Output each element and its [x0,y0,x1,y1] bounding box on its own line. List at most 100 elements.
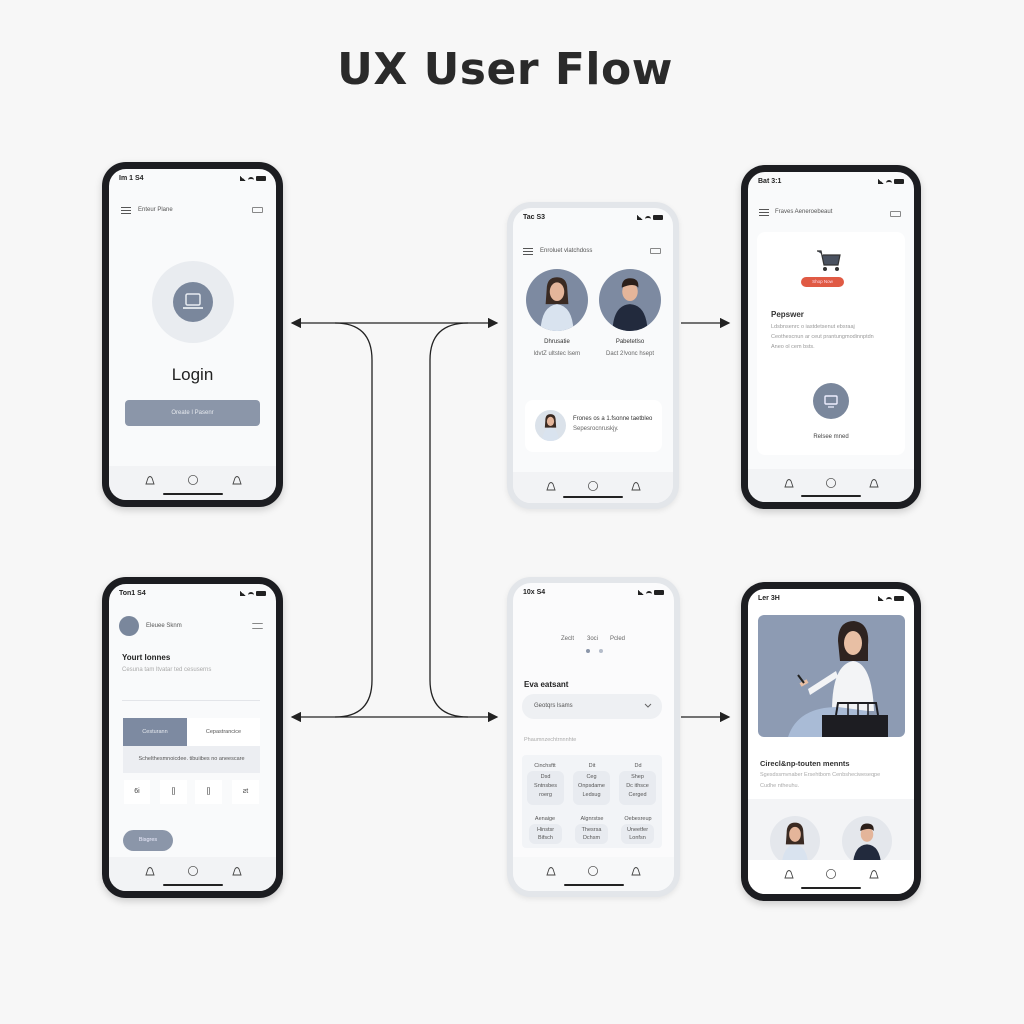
bell-icon[interactable] [630,865,642,877]
status-icons [637,215,663,220]
hamburger-menu-icon[interactable] [121,207,131,214]
form-heading: Eva eatsant [524,680,569,689]
option-line: Ceg [586,774,597,780]
user-name: Eleuee Sknm [146,623,182,629]
avatar-male[interactable] [842,816,892,866]
chevron-down-icon [644,703,652,708]
section-label: Phaumnzechtrnnnhte [524,737,577,743]
detail-sub-line: Sgesdssmvnaber Ersehtbom Cenbsheciweseqp… [760,772,881,778]
primary-pill-button[interactable]: Bisgres [123,830,173,851]
shop-now-badge[interactable]: Shop Now [801,277,844,287]
segment-tab[interactable]: Cepastrancice [187,718,260,746]
divider [122,700,260,701]
status-time: Bat 3:1 [758,178,782,185]
status-icons [878,179,904,184]
home-indicator [801,887,861,889]
login-button[interactable]: Oreate I Pasenr [125,400,260,426]
home-circle-icon[interactable] [825,868,837,880]
phone-login-screen: Im 1 S4 Enteur Plane Login Oreate I Pase… [102,162,283,507]
bell-icon[interactable] [231,865,243,877]
woman-shopping-illustration [788,621,888,737]
avatar-female[interactable] [770,816,820,866]
bell-icon[interactable] [630,480,642,492]
bottom-nav [109,857,276,891]
message-card[interactable]: Frones os a 1.fsonne taetbleo Sepesrocnr… [525,400,662,452]
profile-avatar-female[interactable] [526,269,588,331]
page-dot-active[interactable] [586,649,590,653]
bell-icon[interactable] [144,865,156,877]
bell-icon[interactable] [545,865,557,877]
option-line: Uneetfer [626,827,649,833]
home-indicator [801,495,861,497]
option-chip[interactable]: 6i [124,780,150,804]
home-circle-icon[interactable] [587,480,599,492]
bell-icon[interactable] [868,477,880,489]
section-subheading: Cesuna tam ltvatar ted cesuserns [122,667,212,673]
bell-icon[interactable] [231,474,243,486]
person-name: Pabetetlso [615,339,645,345]
bell-icon[interactable] [783,477,795,489]
tab-3[interactable]: Pcled [610,636,626,642]
option-line: Shep [631,774,644,780]
option-chip[interactable]: ƨt [232,780,259,804]
option-line: Onpsdame [578,783,605,789]
dropdown-value: Geotqrs lsams [534,703,573,709]
status-icons [638,590,664,595]
header-title: Enroluet vlatchdoss [540,248,593,254]
menu-icon[interactable] [252,623,263,629]
bottom-nav [513,472,673,503]
status-time: 10x S4 [523,589,546,596]
bell-icon[interactable] [545,480,557,492]
home-circle-icon[interactable] [187,474,199,486]
person-sub: Dact 2!vonc hsept [605,351,655,357]
card-icon[interactable] [890,211,901,217]
hamburger-menu-icon[interactable] [759,209,769,216]
option-line: Thesrsa [581,827,602,833]
segment-tab-active[interactable]: Cesturann [123,718,187,746]
grid-header: Dit [588,763,596,769]
card-icon[interactable] [650,248,661,254]
female-person-icon [535,410,566,441]
product-heading: Pepswer [771,310,804,319]
bell-icon[interactable] [783,868,795,880]
status-time: Ton1 S4 [119,590,146,597]
product-card: Shop Now Pepswer Ldsbnsenrc o iastdetsen… [757,232,905,455]
option-chip[interactable]: [] [160,780,187,804]
card-avatar [535,410,566,441]
tab-1[interactable]: Zeclt [561,636,575,642]
option-line: Sntnsbes [534,783,557,789]
bell-icon[interactable] [144,474,156,486]
phone-form-screen: 10x S4 Zeclt 3oci Pcled Eva eatsant Geot… [507,577,680,897]
home-indicator [563,884,624,886]
monitor-icon[interactable] [813,383,849,419]
home-circle-icon[interactable] [587,865,599,877]
tab-2[interactable]: 3oci [587,636,599,642]
status-time: Im 1 S4 [119,175,144,182]
profile-avatar-male[interactable] [599,269,661,331]
bell-icon[interactable] [868,868,880,880]
option-chip[interactable]: [] [195,780,222,804]
home-indicator [563,496,623,498]
hero-illustration [758,615,905,737]
hamburger-menu-icon[interactable] [523,248,533,255]
male-person-icon [842,816,892,866]
action-label[interactable]: Relsee mned [813,434,849,440]
card-icon[interactable] [252,207,263,213]
home-circle-icon[interactable] [825,477,837,489]
page-dot[interactable] [599,649,603,653]
bottom-nav [513,857,674,891]
dropdown-select[interactable]: Geotqrs lsams [522,694,662,719]
user-avatar[interactable] [119,616,139,636]
home-circle-icon[interactable] [187,865,199,877]
bottom-nav [748,469,914,502]
home-indicator [162,493,223,495]
option-line: Dchsm [582,835,601,841]
phone-detail-screen: Ler 3H Cirecl&np-touten mennts Sgesdssmv… [741,582,921,901]
shopping-cart-icon [817,250,841,271]
